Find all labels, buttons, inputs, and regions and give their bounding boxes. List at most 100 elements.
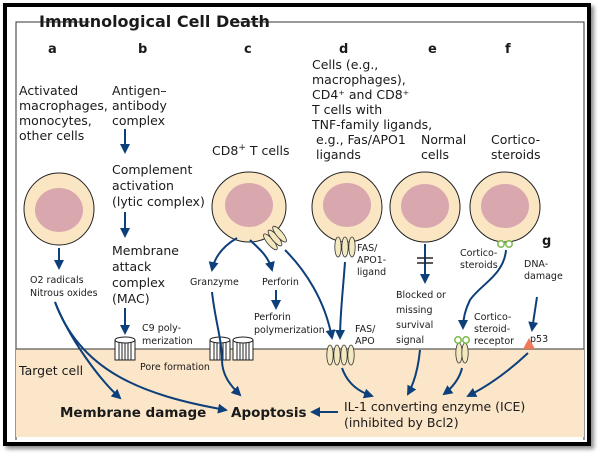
column-f-source: Cortico- steroids [491, 132, 541, 162]
text-line: polymerization [254, 325, 325, 336]
corticosteroid-molecules-icon [497, 240, 513, 248]
column-letter-d: d [339, 42, 348, 57]
text-line: DNA- [524, 259, 548, 270]
text-line: Cortico- [460, 248, 497, 259]
complement-activation-label: Complement activation (lytic complex) [112, 162, 205, 209]
column-letter-e: e [428, 42, 437, 57]
p53-label: p53 [530, 334, 548, 345]
arrow-ligand-to-fas [335, 261, 346, 340]
text-line: Blocked or [396, 290, 446, 301]
text-line: APO [355, 336, 375, 347]
text-line: monocytes, [19, 113, 92, 128]
text-line: TNF-family ligands, [311, 117, 432, 132]
column-letter-c: c [244, 42, 252, 57]
cd8-t-cells-label: CD8+ T cells [212, 143, 289, 158]
perforin-pore-icon [232, 336, 254, 361]
text-line: attack [112, 259, 152, 274]
text-line: APO1- [357, 255, 386, 266]
column-letter-f: f [505, 42, 511, 57]
column-e-source: Normal cells [421, 132, 466, 162]
text-line: macrophages, [19, 98, 108, 113]
text-line: damage [524, 271, 563, 282]
text-line: (lytic complex) [112, 194, 205, 209]
text-line: O2 radicals [30, 275, 84, 286]
apoptosis-label: Apoptosis [231, 405, 306, 421]
target-cell-label: Target cell [18, 363, 83, 378]
cell-cd8-t-cell [211, 171, 287, 243]
arrow-p53-to-ice [466, 352, 529, 397]
cell-macrophage [23, 172, 95, 246]
inner-frame-left [15, 21, 90, 440]
column-letter-g: g [542, 234, 551, 249]
text-line: ligand [357, 267, 386, 278]
inner-frame-right [236, 21, 585, 440]
corticosteroid-receptor-label: Cortico- steroid- receptor [474, 312, 514, 347]
arrow-tcell-to-granzyme [208, 237, 238, 272]
text-line: Normal [421, 132, 466, 147]
text-line: other cells [19, 128, 84, 143]
text-line: Nitrous oxides [30, 288, 98, 299]
text-line: ligands [316, 147, 361, 162]
text-line: signal [396, 335, 424, 346]
arrow-dna-damage-to-p53 [528, 296, 539, 332]
text-line: complex [112, 113, 165, 128]
text-line: Activated [19, 83, 78, 98]
text-line: T cells with [311, 102, 382, 117]
text-line: Complement [112, 162, 192, 177]
text-line: C9 poly- [142, 323, 181, 334]
pathway-arrows [54, 129, 539, 417]
arrow-tcell-to-perforin [249, 239, 275, 272]
column-d-source: Cells (e.g., macrophages), CD4⁺ and CD8⁺… [311, 57, 432, 162]
text-line: Cells (e.g., [312, 57, 378, 72]
text-line: cells [421, 147, 449, 162]
mac-label: Membrane attack complex (MAC) [112, 243, 179, 306]
text-line: missing [396, 305, 432, 316]
text-line: e.g., Fas/APO1 [316, 132, 406, 147]
text-line: FAS/ [355, 324, 376, 335]
arrow-granzyme-to-apoptosis [211, 291, 242, 397]
text-line: Perforin [254, 312, 291, 323]
arrow-tcell-to-fas [284, 249, 336, 340]
text-line: Membrane [112, 243, 179, 258]
figure-title: Immunological Cell Death [39, 12, 270, 31]
arrow-radicals-to-apoptosis [54, 301, 228, 414]
text-line: CD4⁺ and CD8⁺ [312, 87, 409, 102]
dna-damage-label: DNA- damage [524, 259, 563, 282]
perforin-label: Perforin [262, 277, 299, 288]
corticosteroid-receptor-icon [454, 336, 470, 364]
text-line: receptor [474, 336, 514, 347]
text-line: steroid- [474, 324, 510, 335]
granzyme-label: Granzyme [190, 277, 239, 288]
fas-receptor-label: FAS/ APO [355, 324, 376, 347]
ice-label: IL-1 converting enzyme (ICE) [344, 399, 525, 414]
column-letter-a: a [48, 42, 57, 57]
text-line: activation [112, 178, 174, 193]
fas-ligand-label: FAS/ APO1- ligand [357, 243, 386, 278]
arrow-receptor-to-ice [442, 367, 463, 396]
pore-formation-label: Pore formation [140, 362, 210, 373]
text-line: Cortico- [491, 132, 540, 147]
text-line: complex [112, 275, 165, 290]
column-b-source: Antigen– antibody complex [112, 83, 167, 128]
perforin-polymerization-label: Perforin polymerization [254, 312, 325, 336]
cell-fas-ligand-bearing [311, 171, 383, 243]
corticosteroid-hormone-label: Cortico- steroids [460, 248, 498, 271]
cell-corticosteroid-source [469, 171, 541, 243]
fas-ligand-icon [334, 236, 356, 258]
text-line: steroids [491, 147, 541, 162]
column-letter-b: b [138, 42, 147, 57]
arrow-steroid-to-receptor [458, 249, 507, 330]
arrow-signal-to-ice [407, 349, 421, 396]
text-line: antibody [112, 98, 167, 113]
text-line: (MAC) [112, 291, 150, 306]
arrow-fas-to-ice [341, 367, 374, 399]
text-line: FAS/ [357, 243, 378, 254]
text-line: macrophages), [312, 72, 406, 87]
text-line: survival [396, 320, 433, 331]
oxygen-radicals-label: O2 radicals Nitrous oxides [30, 275, 98, 299]
membrane-damage-label: Membrane damage [60, 405, 206, 421]
cell-normal [389, 171, 461, 243]
mac-pore-icon [114, 336, 136, 361]
p53-triangle-icon [523, 338, 535, 349]
